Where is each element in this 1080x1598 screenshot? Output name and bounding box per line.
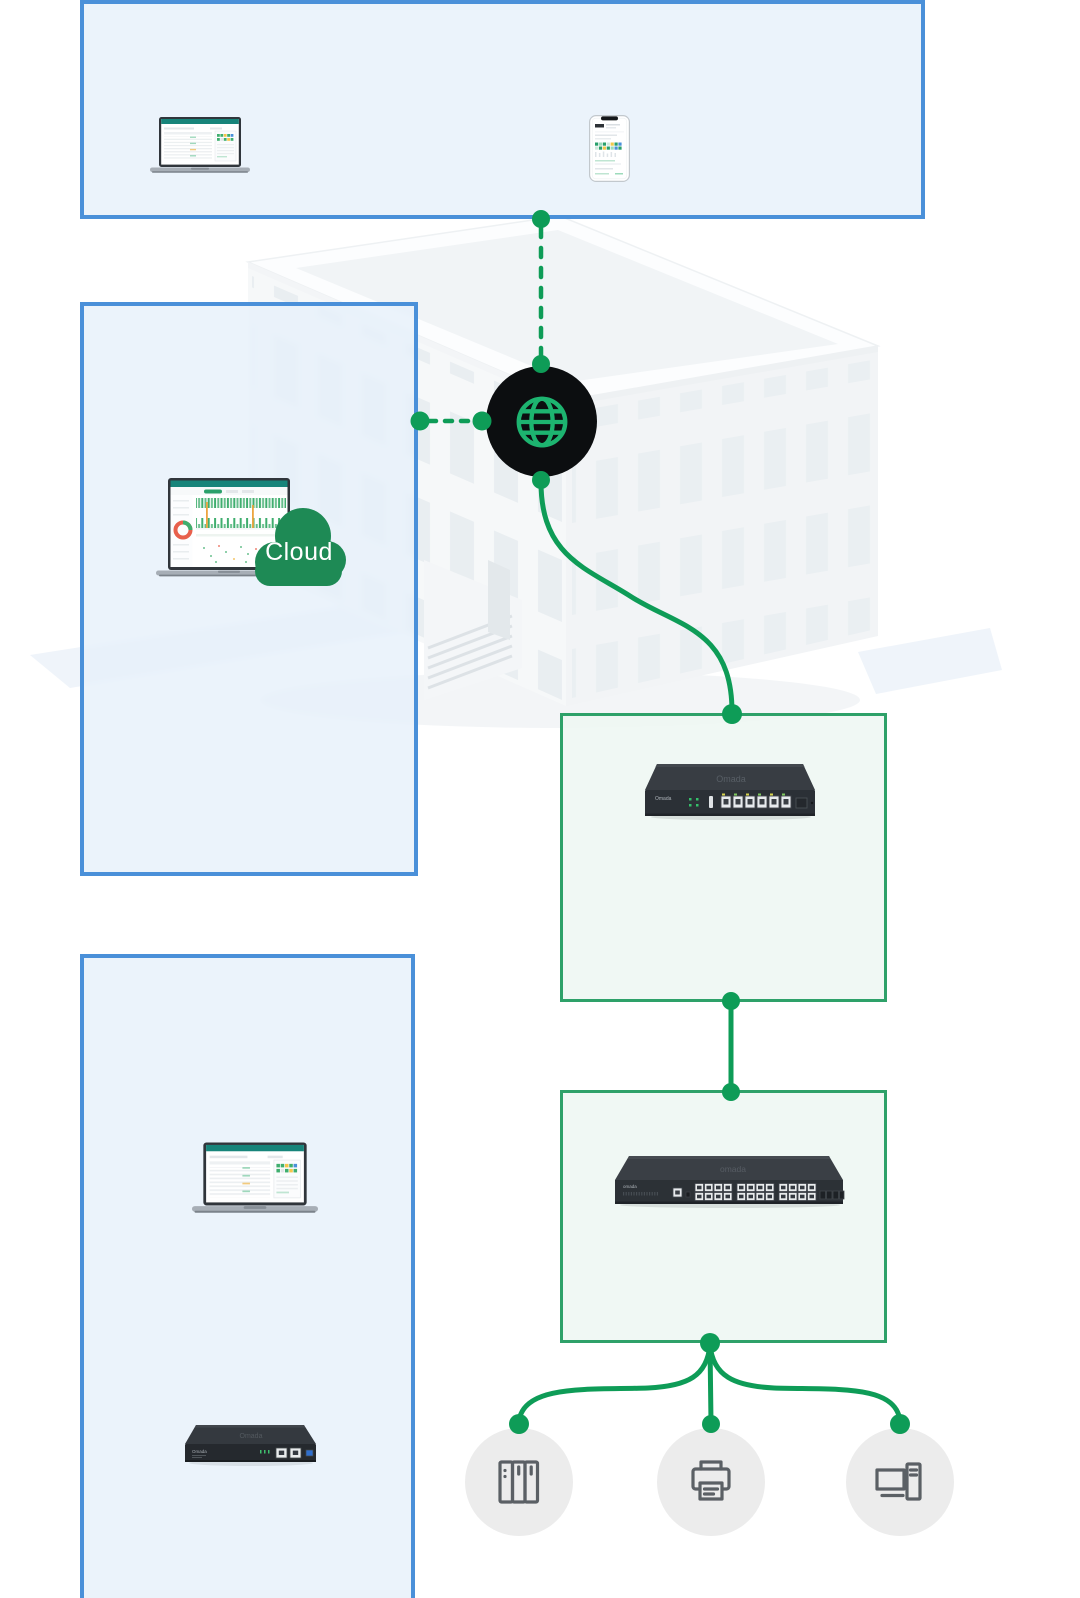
- remote-access-zone: [80, 0, 925, 219]
- gateway-brand-text: Omada: [716, 774, 746, 784]
- gateway-router: Omada Omada: [645, 764, 815, 820]
- switch-zone: [560, 1090, 887, 1343]
- globe-icon: [516, 396, 567, 447]
- building-entrance-stairs: [424, 560, 522, 700]
- smartphone-remote: [589, 115, 630, 182]
- endpoint-pc-circle: [846, 1428, 954, 1536]
- gateway-zone: [560, 713, 887, 1002]
- cloud-label: Cloud: [265, 538, 333, 566]
- cloud-access-zone: [80, 302, 418, 876]
- gateway-front-brand-text: Omada: [655, 796, 672, 802]
- controller-front-brand-text: Omada: [192, 1449, 207, 1454]
- desktop-pc-icon: [875, 1462, 922, 1501]
- building-right-wall: [566, 352, 878, 706]
- local-access-zone: [80, 954, 415, 1598]
- endpoint-printer-circle: [657, 1428, 765, 1536]
- switch-sfp-slots: [819, 1190, 845, 1200]
- internet-node: [486, 366, 597, 477]
- storage-locker-icon: [498, 1460, 540, 1504]
- switch-front-brand-text: omada: [623, 1184, 637, 1189]
- printer-icon: [691, 1460, 731, 1501]
- endpoint-storage-circle: [465, 1428, 573, 1536]
- switch-brand-text: omada: [720, 1164, 746, 1174]
- laptop-remote: [150, 117, 250, 174]
- gateway-ports: [720, 793, 792, 809]
- laptop-local: [192, 1142, 318, 1214]
- switch-led-row: [623, 1192, 658, 1196]
- controller-device: Omada Omada: [185, 1425, 316, 1466]
- controller-brand-text: Omada: [240, 1433, 263, 1440]
- network-switch: omada omada: [615, 1156, 845, 1208]
- cloud-icon: [255, 508, 346, 586]
